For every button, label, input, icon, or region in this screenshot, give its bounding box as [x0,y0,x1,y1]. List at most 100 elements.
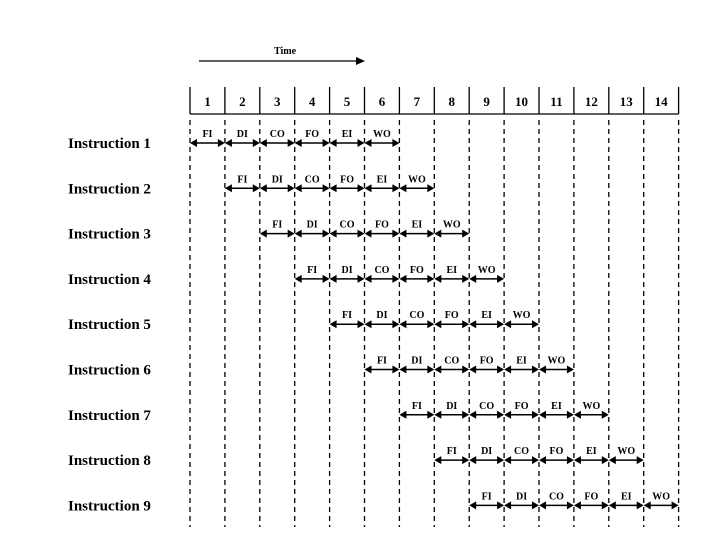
stage-label-fo: FO [480,356,494,367]
stage-ei-arrow: EI [573,446,609,465]
stage-label-co: CO [479,401,494,412]
stage-label-fo: FO [410,265,424,276]
stage-label-wo: WO [582,401,600,412]
stage-fi-arrow: FI [469,491,505,510]
stage-label-co: CO [514,446,529,457]
stage-label-co: CO [409,310,424,321]
stage-co-arrow: CO [399,310,435,329]
cycle-number-4: 4 [309,94,316,109]
stage-fi-arrow: FI [294,265,330,283]
stage-di-arrow: DI [329,265,365,283]
stage-label-fi: FI [237,174,247,185]
stage-wo-arrow: WO [608,446,644,465]
cycle-number-11: 11 [550,94,562,109]
stage-label-ei: EI [412,220,423,231]
stage-label-fo: FO [550,446,564,457]
stage-label-ei: EI [377,174,388,185]
stage-label-wo: WO [373,129,391,140]
stage-label-fi: FI [412,401,422,412]
stage-di-arrow: DI [364,310,400,329]
stage-ei-arrow: EI [539,401,574,419]
stage-label-di: DI [307,220,318,231]
stage-label-wo: WO [408,174,426,185]
stage-co-arrow: CO [504,446,539,465]
stage-label-ei: EI [551,401,562,412]
cycle-number-3: 3 [274,94,281,109]
stage-label-co: CO [340,220,355,231]
stage-fo-arrow: FO [504,401,539,419]
stage-ei-arrow: EI [469,310,505,329]
stage-label-fi: FI [482,491,492,502]
stage-label-co: CO [374,265,389,276]
stage-fo-arrow: FO [364,220,400,238]
stage-wo-arrow: WO [364,129,400,147]
stage-co-arrow: CO [364,265,400,283]
instruction-label: Instruction 8 [68,453,151,469]
instruction-label: Instruction 9 [68,498,151,514]
stage-fi-arrow: FI [399,401,435,419]
stage-ei-arrow: EI [329,129,365,147]
stage-label-fo: FO [375,220,389,231]
stage-fi-arrow: FI [259,220,295,238]
instruction-label: Instruction 5 [68,317,151,333]
stage-fo-arrow: FO [539,446,574,465]
stage-fi-arrow: FI [364,356,400,374]
stage-label-fo: FO [305,129,319,140]
stage-fo-arrow: FO [399,265,435,283]
stage-label-fo: FO [584,491,598,502]
stage-label-wo: WO [513,310,531,321]
stage-label-di: DI [272,174,283,185]
stage-fo-arrow: FO [573,491,609,510]
instruction-row: Instruction 5 FI DI CO FO EI WO [68,310,539,333]
cycle-number-10: 10 [515,94,528,109]
stage-label-fi: FI [202,129,212,140]
time-label: Time [274,46,297,57]
stage-label-wo: WO [478,265,496,276]
stage-fo-arrow: FO [469,356,505,374]
cycle-number-2: 2 [239,94,246,109]
stage-di-arrow: DI [434,401,470,419]
stage-label-fi: FI [342,310,352,321]
stage-label-fo: FO [515,401,529,412]
stage-fo-arrow: FO [294,129,330,147]
instruction-row: Instruction 7 FI DI CO FO EI WO [68,401,609,424]
stage-label-wo: WO [617,446,635,457]
stage-wo-arrow: WO [469,265,505,283]
stage-wo-arrow: WO [434,220,470,238]
stage-label-wo: WO [443,220,461,231]
stage-fi-arrow: FI [329,310,365,329]
stage-label-di: DI [446,401,457,412]
instruction-label: Instruction 7 [68,408,151,424]
stage-label-fi: FI [307,265,317,276]
stage-di-arrow: DI [259,174,295,193]
cycle-number-1: 1 [204,94,211,109]
stage-label-co: CO [444,356,459,367]
stage-fi-arrow: FI [434,446,470,465]
stage-label-fi: FI [272,220,282,231]
stage-co-arrow: CO [469,401,505,419]
cycle-number-14: 14 [655,94,669,109]
stage-co-arrow: CO [294,174,330,193]
stage-wo-arrow: WO [399,174,435,193]
stage-ei-arrow: EI [364,174,400,193]
stage-label-fi: FI [377,356,387,367]
stage-label-ei: EI [342,129,353,140]
instruction-label: Instruction 4 [68,272,151,288]
stage-label-fo: FO [340,174,354,185]
stage-label-fo: FO [445,310,459,321]
cycle-number-8: 8 [449,94,456,109]
stage-wo-arrow: WO [504,310,539,329]
stage-label-di: DI [237,129,248,140]
stage-label-di: DI [516,491,527,502]
stage-label-di: DI [341,265,352,276]
stage-wo-arrow: WO [643,491,679,510]
stage-label-wo: WO [548,356,566,367]
